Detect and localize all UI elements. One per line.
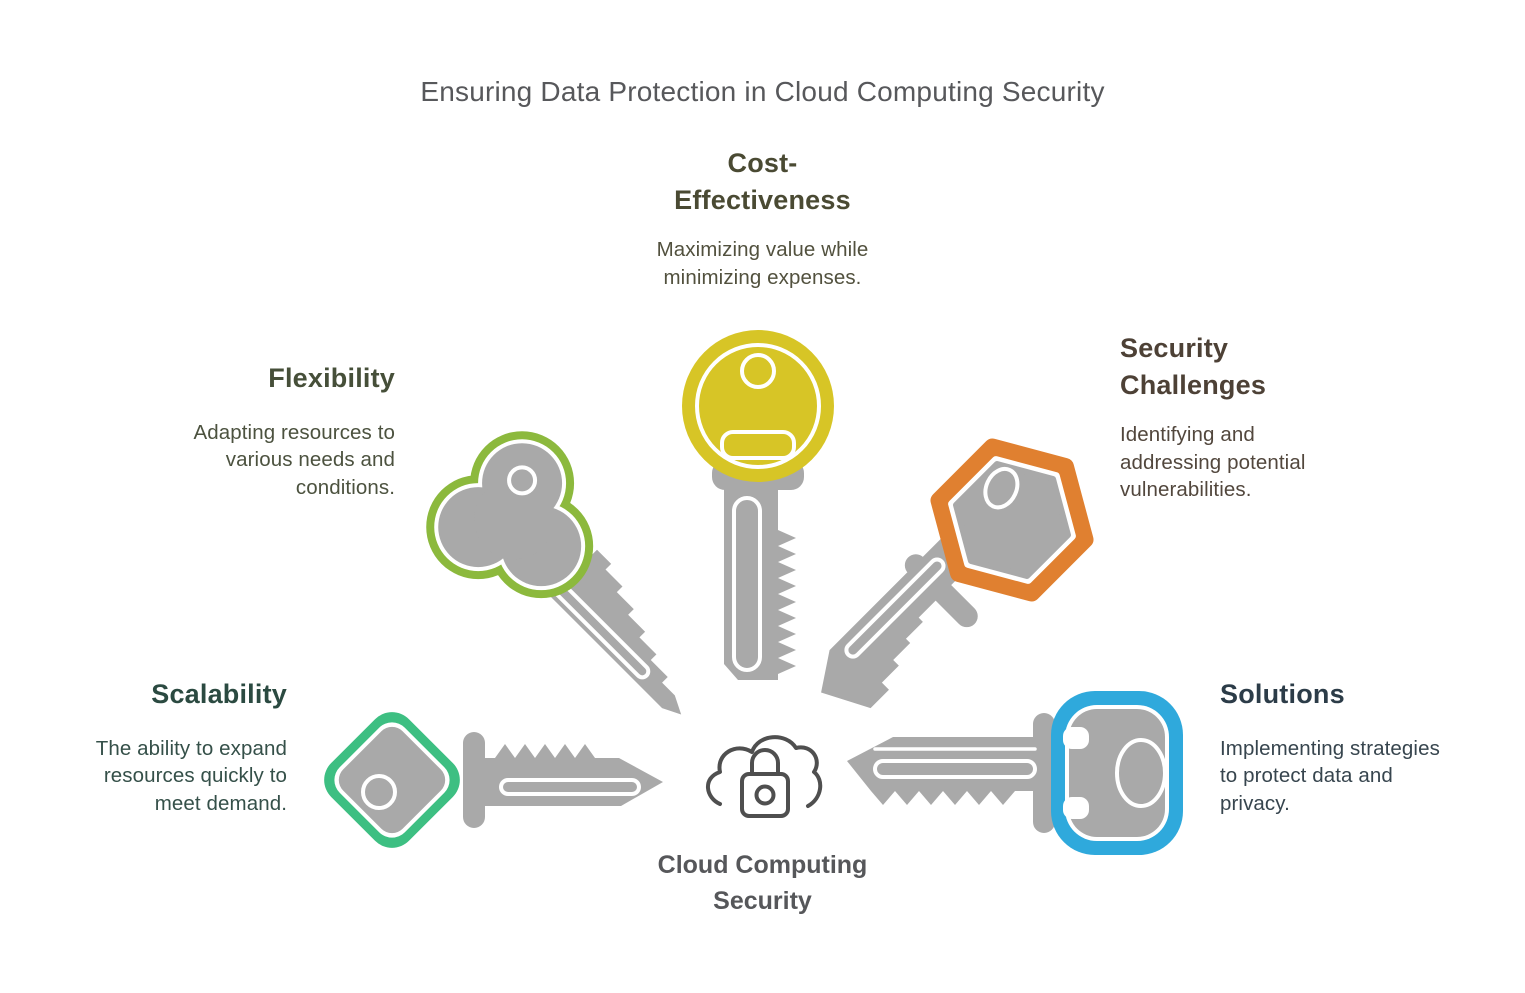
- item-description: The ability to expand resources quickly …: [95, 736, 287, 815]
- scalability-key-icon: [324, 712, 663, 848]
- item-scalability: Scalability The ability to expand resour…: [0, 676, 287, 817]
- item-heading: Cost- Effectiveness: [674, 148, 851, 215]
- key-blade: [463, 732, 663, 828]
- item-description: Adapting resources to various needs and …: [193, 420, 395, 499]
- item-flexibility: Flexibility Adapting resources to variou…: [55, 360, 395, 501]
- cloud-outline: [706, 735, 823, 808]
- key-head: [682, 330, 834, 482]
- item-cost-effectiveness: Cost- Effectiveness Maximizing value whi…: [553, 145, 973, 291]
- item-heading: Solutions: [1220, 679, 1345, 709]
- solutions-key-icon: [847, 691, 1183, 855]
- page-title: Ensuring Data Protection in Cloud Comput…: [420, 76, 1105, 107]
- lock-icon: [740, 748, 790, 818]
- item-heading: Flexibility: [268, 363, 395, 393]
- cloud-lock-icon: [706, 735, 823, 818]
- item-description: Implementing strategies to protect data …: [1220, 736, 1440, 815]
- item-heading: Scalability: [151, 679, 287, 709]
- center-heading: Cloud Computing Security: [657, 851, 868, 915]
- key-head: [426, 431, 594, 599]
- key-head: [930, 438, 1094, 602]
- item-description: Maximizing value while minimizing expens…: [656, 238, 869, 289]
- security-challenges-key-icon: [821, 438, 1094, 709]
- cost-effectiveness-key-icon: [682, 330, 834, 680]
- key-head: [324, 712, 460, 848]
- item-solutions: Solutions Implementing strategies to pro…: [1220, 676, 1525, 817]
- item-security-challenges: Security Challenges Identifying and addr…: [1120, 330, 1450, 504]
- item-heading: Security Challenges: [1120, 333, 1267, 400]
- key-blade: [821, 538, 978, 709]
- key-head: [1051, 691, 1183, 855]
- key-blade: [847, 713, 1055, 833]
- flexibility-key-icon: [426, 431, 682, 715]
- item-description: Identifying and addressing potential vul…: [1120, 423, 1306, 502]
